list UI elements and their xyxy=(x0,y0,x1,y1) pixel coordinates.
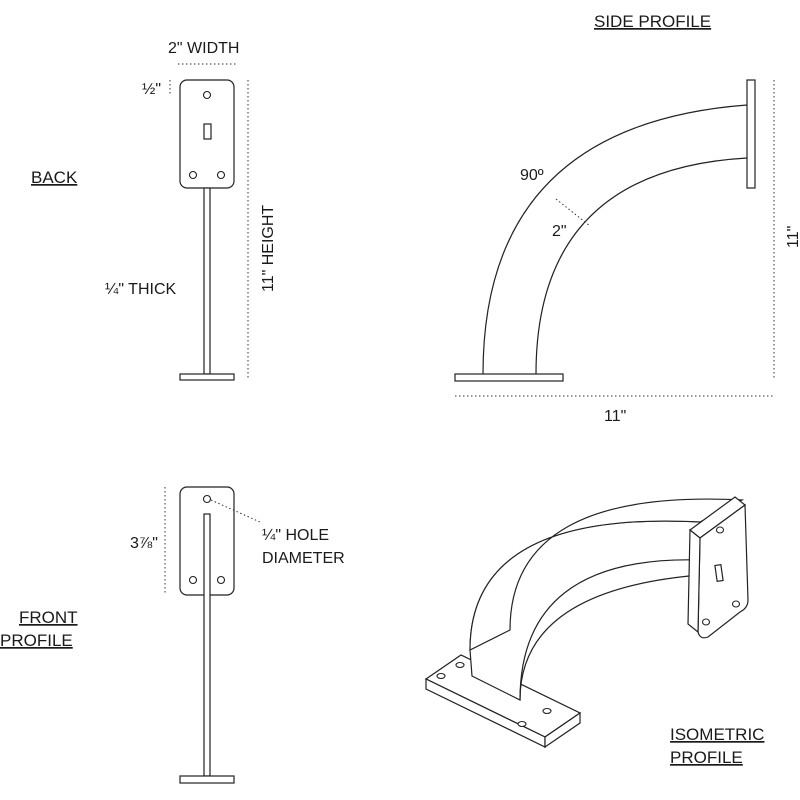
front-plate-hole-left xyxy=(188,575,198,585)
isometric-profile-view: ISOMETRIC PROFILE xyxy=(424,496,764,767)
bend-width-label: 2" xyxy=(552,223,567,240)
front-stem xyxy=(203,513,211,777)
back-plate-hole-left xyxy=(188,170,198,180)
side-profile-title: SIDE PROFILE xyxy=(594,12,711,31)
half-inch-label: ½" xyxy=(142,81,161,98)
hole-diameter-label-line1: ¼" HOLE xyxy=(262,527,329,544)
hole-diameter-label-line2: DIAMETER xyxy=(262,550,345,567)
side-base-plate xyxy=(454,373,564,382)
front-plate-hole-top xyxy=(202,494,212,504)
front-base-plate xyxy=(179,775,235,784)
side-height-label: 11" xyxy=(785,226,800,248)
hole-diameter-leader xyxy=(210,499,261,523)
thickness-label: ¼" THICK xyxy=(105,281,177,298)
side-length-label: 11" xyxy=(604,408,626,425)
side-arm-outer-edge xyxy=(482,104,748,375)
back-view: BACK 2" WIDTH ½" 11" HEIGHT ¼" THICK xyxy=(31,40,277,381)
front-plate-hole-right xyxy=(216,575,226,585)
height-dimension-label: 11" HEIGHT xyxy=(260,205,277,292)
back-plate-hole-right xyxy=(216,170,226,180)
angle-label: 90º xyxy=(520,167,544,184)
isometric-title-line1: ISOMETRIC xyxy=(670,725,764,744)
isometric-title-line2: PROFILE xyxy=(670,748,743,767)
isometric-wall-plate xyxy=(687,496,749,639)
side-profile-view: SIDE PROFILE 90º 2" 11" 11" xyxy=(454,12,800,425)
isometric-base-plate xyxy=(424,654,582,749)
bend-width-dimension-line xyxy=(555,198,591,227)
back-plate-hole-top xyxy=(202,90,212,100)
width-dimension-label: 2" WIDTH xyxy=(168,40,239,57)
front-title-line1: FRONT xyxy=(19,608,78,627)
hole-spacing-label: 3⅞" xyxy=(130,535,158,552)
front-title-line2: PROFILE xyxy=(0,631,73,650)
side-arm-inner-edge xyxy=(535,157,748,375)
back-title: BACK xyxy=(31,168,78,187)
side-wall-plate xyxy=(746,79,756,189)
front-profile-view: FRONT PROFILE 3⅞" ¼" HOLE DIAMETER xyxy=(0,486,345,784)
back-stem xyxy=(203,187,211,375)
back-plate-slot xyxy=(203,123,212,140)
back-base-plate xyxy=(179,373,235,381)
